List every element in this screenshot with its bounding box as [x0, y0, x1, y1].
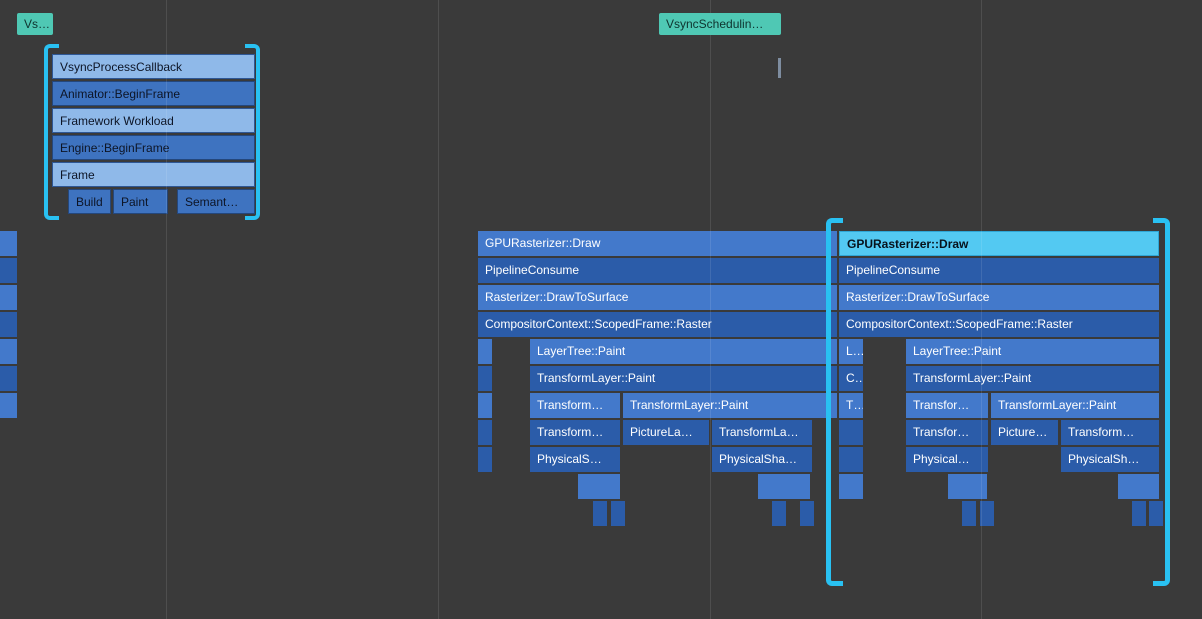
flame-bar[interactable]: Frame — [52, 162, 255, 187]
flame-bar[interactable] — [1132, 501, 1146, 526]
flame-bar[interactable]: Engine::BeginFrame — [52, 135, 255, 160]
flame-bar[interactable] — [839, 420, 863, 445]
flame-bar[interactable] — [478, 420, 492, 445]
flame-bar[interactable]: Transfor… — [906, 420, 988, 445]
flame-bar[interactable] — [0, 285, 17, 310]
flame-bar[interactable]: Transform… — [1061, 420, 1159, 445]
flame-bar[interactable]: C… — [839, 366, 863, 391]
flame-bar[interactable] — [478, 393, 492, 418]
flame-bar[interactable]: Framework Workload — [52, 108, 255, 133]
flame-bar[interactable]: TransformLayer::Paint — [623, 393, 837, 418]
flame-bar[interactable] — [0, 393, 17, 418]
flame-bar[interactable]: PhysicalSha… — [712, 447, 812, 472]
flame-bar[interactable]: TransformLayer::Paint — [906, 366, 1159, 391]
flame-bar[interactable]: PhysicalSh… — [1061, 447, 1159, 472]
timeline-event-chip-vsync-scheduling[interactable]: VsyncSchedulin… — [659, 13, 781, 35]
flame-bar[interactable] — [0, 312, 17, 337]
flame-bar[interactable]: PipelineConsume — [478, 258, 837, 283]
timeline-event-chip-vsync[interactable]: Vs… — [17, 13, 53, 35]
flame-bar[interactable]: LayerTree::Paint — [530, 339, 837, 364]
flame-bar[interactable]: Build — [68, 189, 111, 214]
flame-bar[interactable]: CompositorContext::ScopedFrame::Raster — [478, 312, 837, 337]
flame-bar[interactable] — [578, 474, 620, 499]
flame-bar[interactable] — [478, 366, 492, 391]
flame-bar[interactable]: GPURasterizer::Draw — [839, 231, 1159, 256]
flame-bar[interactable]: Rasterizer::DrawToSurface — [839, 285, 1159, 310]
flame-bar[interactable] — [593, 501, 607, 526]
flame-bar[interactable] — [611, 501, 625, 526]
flame-bar[interactable]: Animator::BeginFrame — [52, 81, 255, 106]
flame-bar[interactable] — [1118, 474, 1159, 499]
flame-bar[interactable]: TransformLayer::Paint — [530, 366, 837, 391]
flame-bar[interactable]: Picture… — [991, 420, 1058, 445]
flame-bar[interactable] — [980, 501, 994, 526]
flame-bar[interactable]: T… — [839, 393, 863, 418]
flame-bar[interactable]: TransformLa… — [712, 420, 812, 445]
flame-bar[interactable] — [478, 447, 492, 472]
flame-bar[interactable]: L… — [839, 339, 863, 364]
flame-bar[interactable] — [0, 231, 17, 256]
flame-bar[interactable]: GPURasterizer::Draw — [478, 231, 837, 256]
flame-bar[interactable]: Semant… — [177, 189, 255, 214]
flame-bar[interactable]: Paint — [113, 189, 168, 214]
flame-bar[interactable]: LayerTree::Paint — [906, 339, 1159, 364]
flame-bar[interactable] — [962, 501, 976, 526]
flame-bar[interactable]: Transfor… — [906, 393, 988, 418]
vsync-marker-tick — [778, 58, 781, 78]
flame-bar[interactable]: Transform… — [530, 420, 620, 445]
flame-bar[interactable] — [0, 258, 17, 283]
flame-bar[interactable] — [0, 339, 17, 364]
flame-bar[interactable]: PictureLa… — [623, 420, 709, 445]
flame-bar[interactable]: VsyncProcessCallback — [52, 54, 255, 79]
flame-bar[interactable] — [772, 501, 786, 526]
flame-bar[interactable] — [948, 474, 987, 499]
flame-bar[interactable]: PipelineConsume — [839, 258, 1159, 283]
flame-bar[interactable] — [0, 366, 17, 391]
flame-bar[interactable]: Physical… — [906, 447, 988, 472]
flame-bar[interactable] — [800, 501, 814, 526]
flame-bar[interactable] — [758, 474, 810, 499]
flame-bar[interactable]: PhysicalS… — [530, 447, 620, 472]
flame-bar[interactable]: Transform… — [530, 393, 620, 418]
flame-bar[interactable]: Rasterizer::DrawToSurface — [478, 285, 837, 310]
flame-bar[interactable] — [839, 474, 863, 499]
flame-bar[interactable] — [1149, 501, 1163, 526]
flame-bar[interactable] — [839, 447, 863, 472]
flame-bar[interactable]: TransformLayer::Paint — [991, 393, 1159, 418]
flame-bar[interactable] — [478, 339, 492, 364]
flame-bar[interactable]: CompositorContext::ScopedFrame::Raster — [839, 312, 1159, 337]
